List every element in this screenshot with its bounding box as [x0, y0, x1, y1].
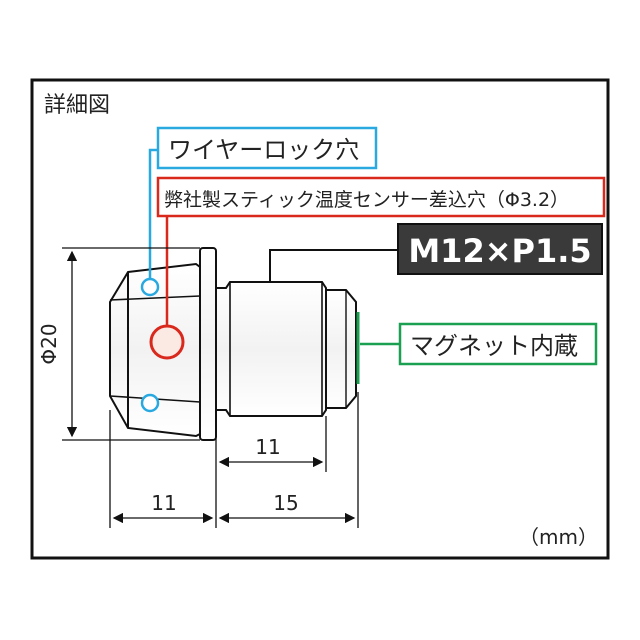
thread-spec-leader	[269, 249, 398, 282]
thread-tip	[325, 289, 357, 409]
shaft-length-dim: 11	[255, 435, 280, 459]
head-diameter-dim: Φ20	[37, 323, 61, 364]
dimension-lines	[62, 247, 359, 528]
sensor-hole	[149, 324, 185, 360]
magnet-label: マグネット内蔵	[410, 332, 578, 360]
thread-spec-label: M12×P1.5	[408, 232, 591, 270]
wire-lock-hole-top	[140, 277, 160, 297]
diagram-title: 詳細図	[44, 93, 110, 118]
wire-lock-leader	[148, 148, 158, 279]
wire-lock-label-box	[156, 126, 378, 170]
unit-label: （mm）	[519, 525, 598, 549]
sensor-label-box	[156, 176, 606, 218]
thread-spec-label-box	[397, 223, 603, 275]
sensor-label: 弊社製スティック温度センサー差込穴（Φ3.2）	[164, 189, 569, 211]
thread-length-dim: 15	[273, 491, 298, 515]
wire-lock-label: ワイヤーロック穴	[168, 136, 359, 164]
flange	[199, 247, 217, 441]
magnet-label-box	[398, 322, 598, 366]
shaft	[215, 281, 327, 417]
wire-lock-hole-bottom	[140, 393, 160, 413]
head-length-dim: 11	[151, 491, 176, 515]
